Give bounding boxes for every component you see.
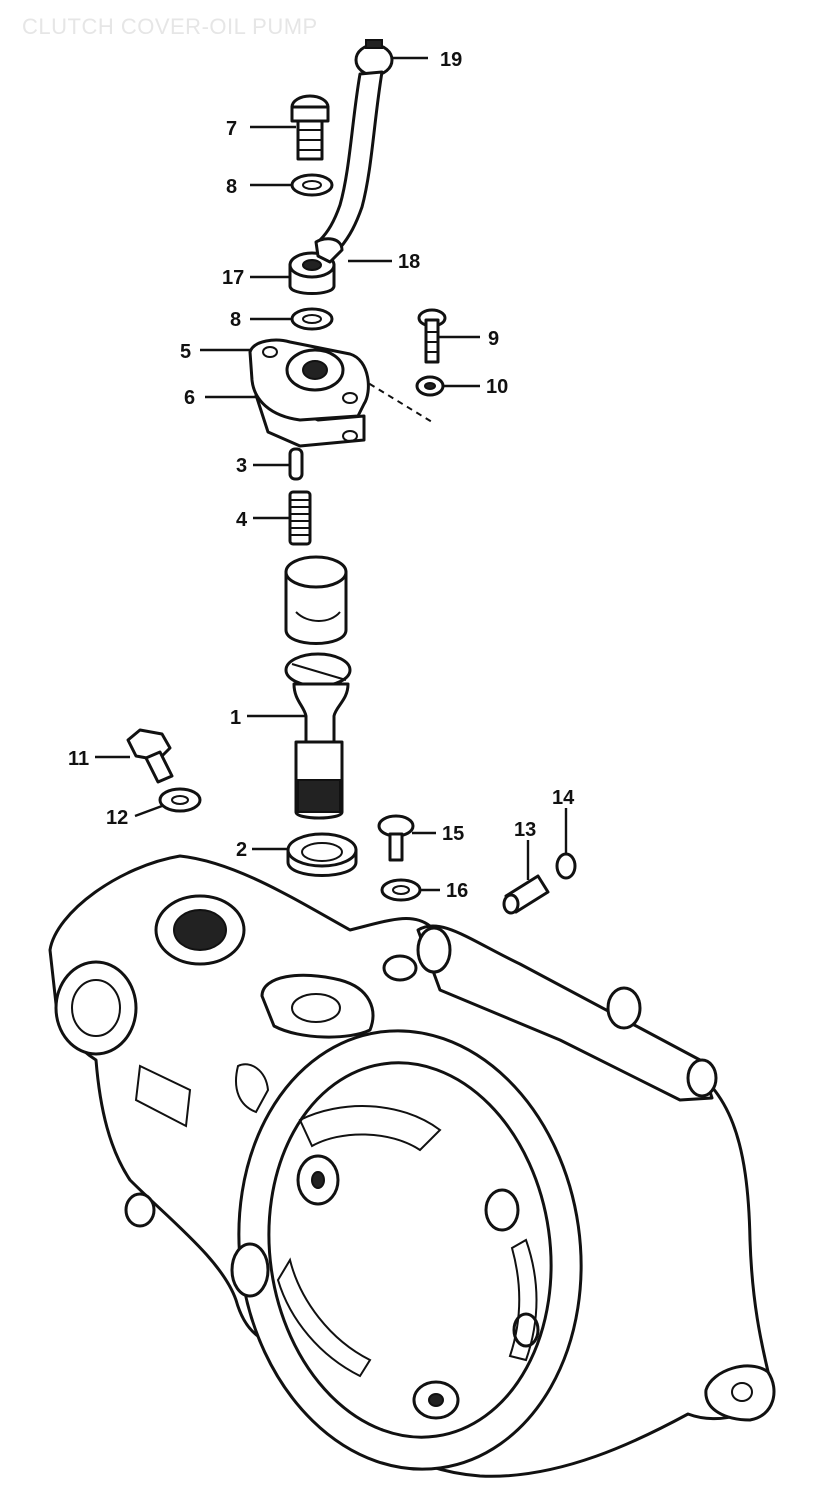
part-16-washer <box>380 878 422 902</box>
callout-numbers: 19 7 8 18 17 8 9 5 10 6 3 4 1 11 12 14 1… <box>68 49 575 902</box>
callout-19: 19 <box>440 49 462 71</box>
part-15-screw <box>377 814 415 862</box>
callout-11: 11 <box>68 748 89 770</box>
callout-8-upper: 8 <box>226 176 237 198</box>
part-4-spring <box>288 490 312 546</box>
callout-14: 14 <box>552 787 575 809</box>
leader-lines <box>95 56 568 892</box>
part-13-dowel-pin <box>502 874 550 915</box>
part-1-pump-rotor <box>284 652 352 820</box>
callout-9: 9 <box>488 328 499 350</box>
callout-1: 1 <box>230 707 241 729</box>
part-3-pin <box>288 447 304 481</box>
callout-12: 12 <box>106 807 128 829</box>
callout-3: 3 <box>236 455 247 477</box>
callout-5: 5 <box>180 341 191 363</box>
clutch-cover-housing <box>48 854 776 1478</box>
part-14-o-ring <box>555 852 577 880</box>
assembly-dashed-line <box>359 377 433 423</box>
part-12-gasket <box>158 787 202 813</box>
callout-8-lower: 8 <box>230 309 241 331</box>
callout-18: 18 <box>398 251 420 273</box>
callout-2: 2 <box>236 839 247 861</box>
part-2-oil-seal <box>286 832 358 877</box>
callout-17: 17 <box>222 267 244 289</box>
callout-7: 7 <box>226 118 237 140</box>
part-19-clamp <box>354 39 394 77</box>
callout-16: 16 <box>446 880 468 902</box>
part-10-washer <box>415 375 445 397</box>
callout-4: 4 <box>236 509 248 531</box>
part-7-banjo-bolt <box>290 94 330 161</box>
part-8-gasket-upper <box>290 173 334 197</box>
part-17-banjo-union <box>288 237 344 295</box>
diagram-title: CLUTCH COVER-OIL PUMP <box>22 14 318 39</box>
callout-6: 6 <box>184 387 195 409</box>
pump-body-sleeve <box>284 555 348 645</box>
callout-10: 10 <box>486 376 508 398</box>
callout-15: 15 <box>442 823 464 845</box>
part-9-screw <box>417 308 447 364</box>
part-8-gasket-lower <box>290 307 334 331</box>
part-18-oil-hose <box>318 70 384 250</box>
part-5-6-pump-cover <box>248 338 370 448</box>
part-11-drain-bolt <box>126 728 174 784</box>
callout-13: 13 <box>514 819 536 841</box>
